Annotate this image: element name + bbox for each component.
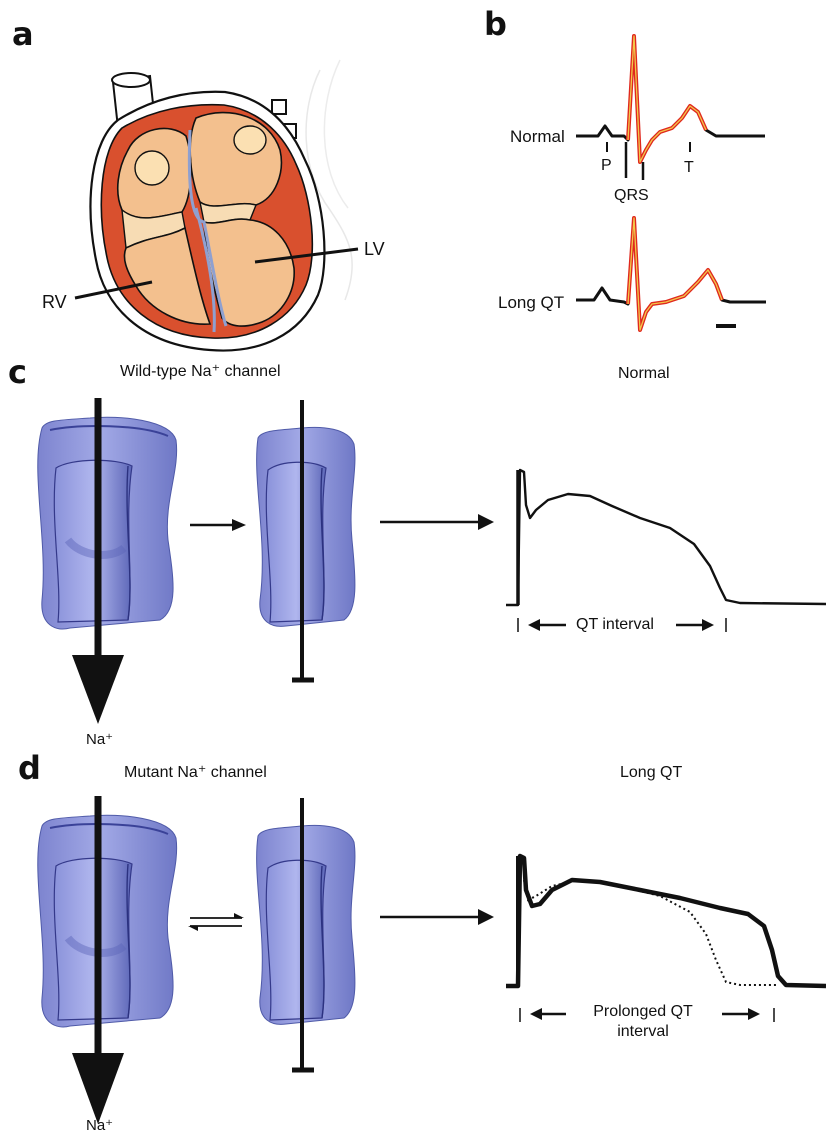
normal-ap-title: Normal: [618, 366, 670, 382]
ecg-qrs-label: QRS: [614, 188, 649, 204]
prolonged-qt-label-line2: interval: [578, 1024, 708, 1040]
ecg-p-label: P: [601, 158, 612, 174]
long-qt-ap-title: Long QT: [620, 765, 682, 781]
equilibrium-arrows-d: [188, 913, 244, 931]
arrow-to-ap-d: [380, 909, 494, 925]
prolonged-qt-label-line1: Prolonged QT: [578, 1004, 708, 1020]
ecg-long-qt-label: Long QT: [498, 294, 564, 311]
long-qt-action-potential: [506, 856, 826, 1022]
transition-arrow-c: [190, 519, 246, 531]
heart-illustration: [75, 60, 358, 351]
wildtype-open-channel: [38, 398, 177, 724]
ecg-long-qt-trace: [576, 218, 766, 330]
ecg-t-label: T: [684, 160, 694, 176]
wildtype-channel-title: Wild-type Na⁺ channel: [120, 364, 281, 380]
mutant-inactivated-channel: [257, 798, 355, 1070]
rv-label: RV: [42, 293, 67, 311]
ecg-normal-label: Normal: [510, 128, 565, 145]
lv-label: LV: [364, 240, 385, 258]
arrow-to-ap-c: [380, 514, 494, 530]
na-ion-label-c: Na⁺: [86, 732, 113, 747]
qt-interval-label: QT interval: [576, 617, 654, 633]
wildtype-inactivated-channel: [257, 400, 355, 680]
mutant-channel-title: Mutant Na⁺ channel: [124, 765, 267, 781]
mutant-open-channel: [38, 796, 177, 1124]
normal-action-potential: [506, 470, 826, 632]
na-ion-label-d: Na⁺: [86, 1118, 113, 1133]
